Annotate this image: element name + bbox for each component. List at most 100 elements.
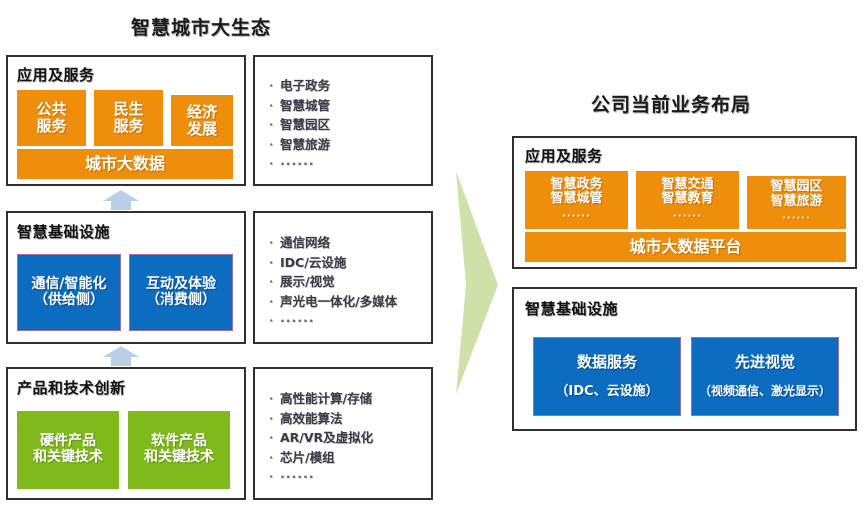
list-item: · 芯片/模组 bbox=[269, 449, 373, 465]
bullet-dot-icon: · bbox=[269, 431, 274, 444]
bullet-dot-icon: · bbox=[269, 275, 274, 288]
bullet-dot-icon: · bbox=[269, 314, 275, 327]
tile-line: 智慧旅游 bbox=[770, 193, 823, 209]
list-item: · 高效能算法 bbox=[269, 410, 373, 426]
list-item: · 通信网络 bbox=[269, 235, 397, 250]
tile-line: 和关键技术 bbox=[33, 449, 103, 465]
list-item-label: 高性能计算/存储 bbox=[280, 391, 373, 406]
tile-line: 服务 bbox=[36, 117, 67, 135]
bullet-list-applications: ·电子政务 ·智慧城管 ·智慧园区 ·智慧旅游 ······· bbox=[269, 79, 331, 178]
bullet-dot-icon: · bbox=[269, 118, 274, 131]
tile-ellipsis: ······ bbox=[673, 210, 702, 222]
list-item: ·电子政务 bbox=[269, 79, 330, 93]
tile-smart-government-urban[interactable]: 智慧政务 智慧城管 ······ bbox=[525, 171, 628, 229]
tile-line: 和关键技术 bbox=[144, 449, 214, 465]
bullet-dot-icon: · bbox=[269, 411, 274, 425]
tile-line: 互动及体验 bbox=[146, 275, 216, 292]
tile-hardware-products[interactable]: 硬件产品 和关键技术 bbox=[17, 411, 119, 489]
bullet-dot-icon: · bbox=[269, 392, 274, 405]
list-item: · AR/VR及虚拟化 bbox=[269, 430, 374, 445]
tile-line: 智慧教育 bbox=[661, 191, 714, 207]
list-item: ······· bbox=[269, 156, 330, 171]
tile-line: 公共 bbox=[36, 100, 67, 119]
left-section-product-innovation-heading: 产品和技术创新 bbox=[17, 379, 126, 397]
bullet-dot-icon: · bbox=[269, 470, 275, 483]
list-item-label: 通信网络 bbox=[280, 235, 331, 250]
arrow-up-icon-upper bbox=[96, 188, 146, 212]
list-item-label: 展示/视觉 bbox=[280, 274, 335, 289]
arrow-right-icon bbox=[456, 171, 498, 394]
tile-interaction-experience[interactable]: 互动及体验 （消费侧） bbox=[129, 254, 233, 331]
list-item-label: 智慧城管 bbox=[280, 97, 331, 113]
tile-line: 智慧园区 bbox=[770, 179, 823, 195]
list-item: · 高性能计算/存储 bbox=[269, 391, 373, 406]
tile-city-big-data-platform[interactable]: 城市大数据平台 bbox=[525, 232, 846, 262]
tile-ellipsis: ······ bbox=[782, 213, 811, 225]
tile-line: 先进视觉 bbox=[734, 353, 795, 372]
list-item: · 声光电一体化/多媒体 bbox=[269, 293, 398, 309]
left-bullets-panel-infrastructure: ·通信网络 ·IDC/云设施 ·展示/视觉 ·声光电一体化/多媒体 ······… bbox=[253, 211, 433, 344]
list-item: · 智慧城管 bbox=[269, 97, 331, 113]
bullet-dot-icon: · bbox=[269, 98, 274, 112]
right-section-infrastructure: 智慧基础设施 数据服务 （IDC、云设施） 先进视觉 （视频通信、激光显示） bbox=[512, 287, 857, 431]
tile-line: （视频通信、激光显示） bbox=[698, 384, 831, 399]
list-item-label: 智慧旅游 bbox=[280, 136, 331, 152]
arrow-up-icon bbox=[96, 188, 146, 212]
bullet-dot-icon: · bbox=[269, 450, 274, 464]
tile-economic-development[interactable]: 经济 发展 bbox=[171, 95, 233, 146]
left-bullets-panel-applications: ·电子政务 ·智慧城管 ·智慧园区 ·智慧旅游 ······· bbox=[253, 55, 433, 186]
left-section-product-innovation: 产品和技术创新 硬件产品 和关键技术 软件产品 和关键技术 bbox=[6, 367, 246, 500]
bullet-dot-icon: · bbox=[269, 294, 274, 308]
tile-line: 服务 bbox=[113, 117, 144, 135]
arrow-up-icon bbox=[96, 344, 146, 368]
list-item-label: 高效能算法 bbox=[280, 410, 343, 426]
tile-line: 城市大数据 bbox=[84, 154, 165, 174]
bullet-dot-icon: · bbox=[269, 157, 275, 170]
right-section-infrastructure-heading: 智慧基础设施 bbox=[525, 300, 619, 318]
tile-public-service[interactable]: 公共 服务 bbox=[17, 90, 86, 146]
tile-city-big-data[interactable]: 城市大数据 bbox=[17, 149, 233, 179]
right-diagram-title: 公司当前业务布局 bbox=[591, 94, 752, 116]
tile-line: 数据服务 bbox=[576, 352, 637, 371]
tile-line: （IDC、云设施） bbox=[555, 383, 659, 399]
bullet-dot-icon: · bbox=[269, 137, 274, 151]
tile-line: 通信/智能化 bbox=[31, 275, 107, 292]
right-section-applications: 应用及服务 智慧政务 智慧城管 ······ 智慧交通 智慧教育 ······ … bbox=[512, 136, 857, 269]
tile-smart-transport-education[interactable]: 智慧交通 智慧教育 ······ bbox=[636, 171, 739, 229]
list-item: ·IDC/云设施 bbox=[269, 255, 397, 270]
list-item: · 智慧园区 bbox=[269, 117, 331, 132]
tile-line: 民生 bbox=[113, 100, 144, 119]
tile-line: 硬件产品 bbox=[40, 433, 96, 450]
bullet-list-product-innovation: ·高性能计算/存储 ·高效能算法 ·AR/VR及虚拟化 ·芯片/模组 ·····… bbox=[269, 391, 374, 491]
left-bullets-panel-product-innovation: ·高性能计算/存储 ·高效能算法 ·AR/VR及虚拟化 ·芯片/模组 ·····… bbox=[253, 367, 433, 500]
tile-line: （消费侧） bbox=[146, 291, 216, 308]
tile-line: 智慧政务 bbox=[550, 176, 603, 192]
tile-software-products[interactable]: 软件产品 和关键技术 bbox=[128, 411, 230, 489]
tile-ellipsis: ······ bbox=[562, 210, 591, 222]
left-section-applications-heading: 应用及服务 bbox=[17, 66, 95, 84]
tile-line: 软件产品 bbox=[151, 433, 207, 450]
list-item-label: ······ bbox=[280, 156, 315, 171]
list-item-label: AR/VR及虚拟化 bbox=[280, 430, 374, 445]
tile-line: 发展 bbox=[186, 119, 217, 138]
tile-line: 城市大数据平台 bbox=[629, 237, 742, 257]
list-item: ······· bbox=[269, 470, 373, 484]
list-item: · 展示/视觉 bbox=[269, 274, 397, 289]
arrow-right-icon-transition bbox=[440, 165, 510, 400]
tile-smart-park-tourism[interactable]: 智慧园区 智慧旅游 ······ bbox=[747, 176, 846, 229]
tile-advanced-vision[interactable]: 先进视觉 （视频通信、激光显示） bbox=[691, 337, 839, 416]
tile-data-service[interactable]: 数据服务 （IDC、云设施） bbox=[533, 337, 681, 416]
tile-communication-intelligence[interactable]: 通信/智能化 （供给侧） bbox=[17, 254, 121, 331]
bullet-list-infrastructure: ·通信网络 ·IDC/云设施 ·展示/视觉 ·声光电一体化/多媒体 ······… bbox=[269, 235, 398, 335]
tile-line: 经济 bbox=[186, 102, 217, 121]
list-item-label: 芯片/模组 bbox=[280, 449, 335, 465]
left-section-infrastructure: 智慧基础设施 通信/智能化 （供给侧） 互动及体验 （消费侧） bbox=[6, 211, 246, 344]
left-section-applications: 应用及服务 公共 服务 民生 服务 经济 发展 城市大数据 bbox=[6, 55, 246, 186]
tile-livelihood-service[interactable]: 民生 服务 bbox=[94, 90, 163, 146]
bullet-dot-icon: · bbox=[269, 236, 274, 249]
list-item-label: 声光电一体化/多媒体 bbox=[280, 293, 398, 309]
list-item-label: 智慧园区 bbox=[280, 117, 331, 132]
list-item-label: ······ bbox=[280, 313, 315, 328]
bullet-dot-icon: · bbox=[269, 255, 274, 269]
bullet-dot-icon: · bbox=[269, 79, 274, 92]
